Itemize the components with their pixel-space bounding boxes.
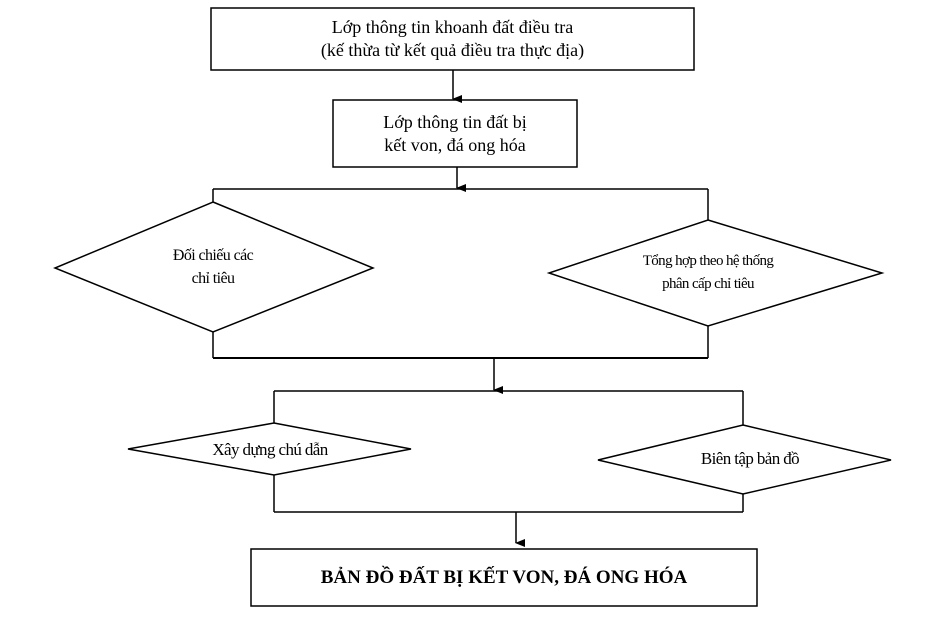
source-layer-line1: Lớp thông tin khoanh đất điều tra bbox=[331, 17, 574, 37]
build-legend-label: Xây dựng chú dẫn bbox=[212, 440, 328, 459]
compare-criteria-line2: chỉ tiêu bbox=[191, 270, 235, 287]
source-layer-line2: (kế thừa từ kết quả điều tra thực địa) bbox=[320, 40, 585, 60]
laterite-layer-label: Lớp thông tin đất bị kết von, đá ong hóa bbox=[333, 111, 577, 157]
laterite-layer-box bbox=[332, 99, 578, 168]
laterite-layer-line2: kết von, đá ong hóa bbox=[384, 135, 526, 155]
aggregate-hierarchy-line1: Tổng hợp theo hệ thống bbox=[642, 253, 774, 269]
aggregate-hierarchy-line2: phân cấp chỉ tiêu bbox=[662, 276, 754, 292]
compare-criteria-line1: Đối chiếu các bbox=[172, 247, 254, 264]
source-layer-label: Lớp thông tin khoanh đất điều tra (kế th… bbox=[211, 16, 694, 62]
final-map-box bbox=[250, 548, 758, 607]
aggregate-hierarchy-label: Tổng hợp theo hệ thống phân cấp chỉ tiêu bbox=[608, 250, 808, 296]
edit-map-label: Biên tập bản đồ bbox=[700, 449, 800, 468]
laterite-layer-line1: Lớp thông tin đất bị bbox=[383, 112, 527, 132]
compare-criteria-label: Đối chiếu các chỉ tiêu bbox=[133, 244, 293, 290]
final-map-label: BẢN ĐỒ ĐẤT BỊ KẾT VON, ĐÁ ONG HÓA bbox=[320, 567, 688, 588]
